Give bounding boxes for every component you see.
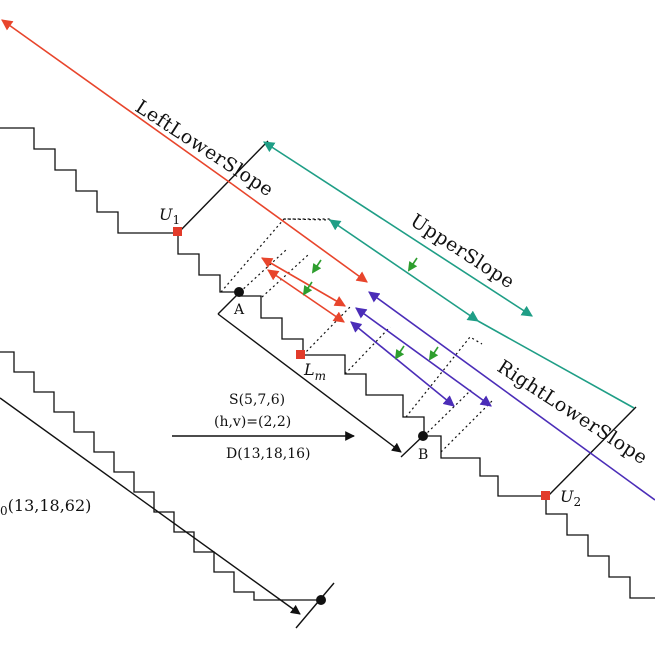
lm-label: Lm: [303, 360, 326, 383]
point-a: [234, 287, 244, 297]
point-b: [418, 431, 428, 441]
point-a-label: A: [233, 302, 245, 318]
bottom-endpoint: [316, 595, 326, 605]
green-arrows: [302, 257, 439, 361]
upper-slope-long-lower: [477, 320, 635, 409]
red-short-arrow-2: [267, 269, 345, 323]
right-lower-slope-arrow-2: [355, 307, 492, 407]
upper-slope-label: UpperSlope: [406, 210, 518, 294]
left-lower-slope-line: [231, 183, 368, 283]
u2-label: U2: [560, 487, 581, 509]
left-lower-slope-arrow: [1, 19, 233, 185]
red-short-arrow-1: [261, 257, 346, 307]
u2-marker: [541, 491, 550, 500]
bottom-endpoint-tick: [295, 582, 335, 629]
destination-coord: D(13,18,16): [226, 446, 311, 462]
upper-staircase: [0, 127, 655, 599]
lm-marker: [296, 350, 305, 359]
ab-right-edge: [400, 435, 424, 458]
bottom-coord-label: 0(13,18,62): [0, 496, 91, 518]
u1-label: U1: [159, 205, 180, 227]
ab-arrow: [217, 313, 402, 453]
point-b-label: B: [418, 447, 428, 463]
u1-marker: [173, 227, 182, 236]
bottom-diagonal-arrow: [0, 397, 301, 615]
upper-slope-short-arrow: [329, 219, 479, 322]
hop-vector: (h,v)=(2,2): [214, 414, 291, 430]
upper-boundary-left: [177, 140, 269, 234]
upper-slope-arrow: [263, 141, 533, 317]
right-lower-slope-arrow-3: [350, 321, 455, 407]
source-coord: S(5,7,6): [229, 392, 285, 408]
left-lower-slope-label: LeftLowerSlope: [131, 96, 277, 202]
upper-boundary-right: [547, 406, 637, 497]
lower-staircase: [0, 351, 322, 601]
